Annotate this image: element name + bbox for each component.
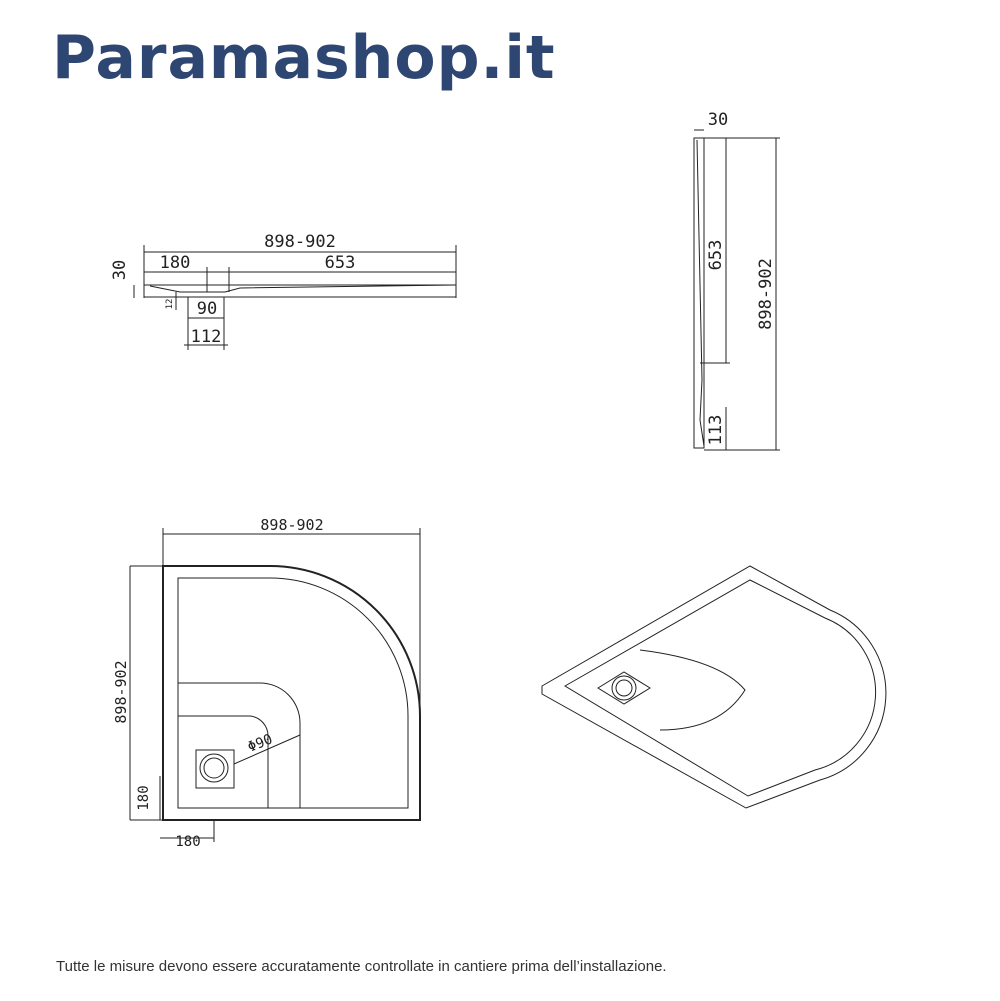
plan-depth-label: 898-902 (112, 660, 130, 723)
front-drain-inner-label: 90 (197, 299, 217, 319)
plan-view (129, 528, 421, 842)
front-drain-offset-label: 180 (160, 253, 191, 273)
front-drain-depth-label: 12 (165, 299, 175, 310)
isometric-view (541, 565, 887, 809)
plan-width-label: 898-902 (260, 516, 323, 534)
side-section-view (693, 129, 780, 451)
front-slope-label: 653 (325, 253, 356, 273)
front-drain-outer-label: 112 (191, 327, 222, 347)
plan-drain-diameter-label: Φ90 (246, 731, 275, 755)
footer-note: Tutte le misure devono essere accuratame… (56, 958, 667, 975)
brand-logo: Paramashop.it (52, 23, 556, 93)
plan-drain-offset-y-label: 180 (136, 785, 152, 810)
front-section-view (133, 245, 457, 350)
side-length-label: 898-902 (756, 258, 776, 330)
side-slope-label: 653 (706, 240, 726, 271)
front-height-label: 30 (110, 260, 130, 280)
front-width-label: 898-902 (264, 232, 336, 252)
side-height-label: 30 (708, 110, 728, 130)
side-drain-offset-label: 113 (706, 415, 726, 446)
plan-drain-offset-x-label: 180 (175, 834, 200, 850)
